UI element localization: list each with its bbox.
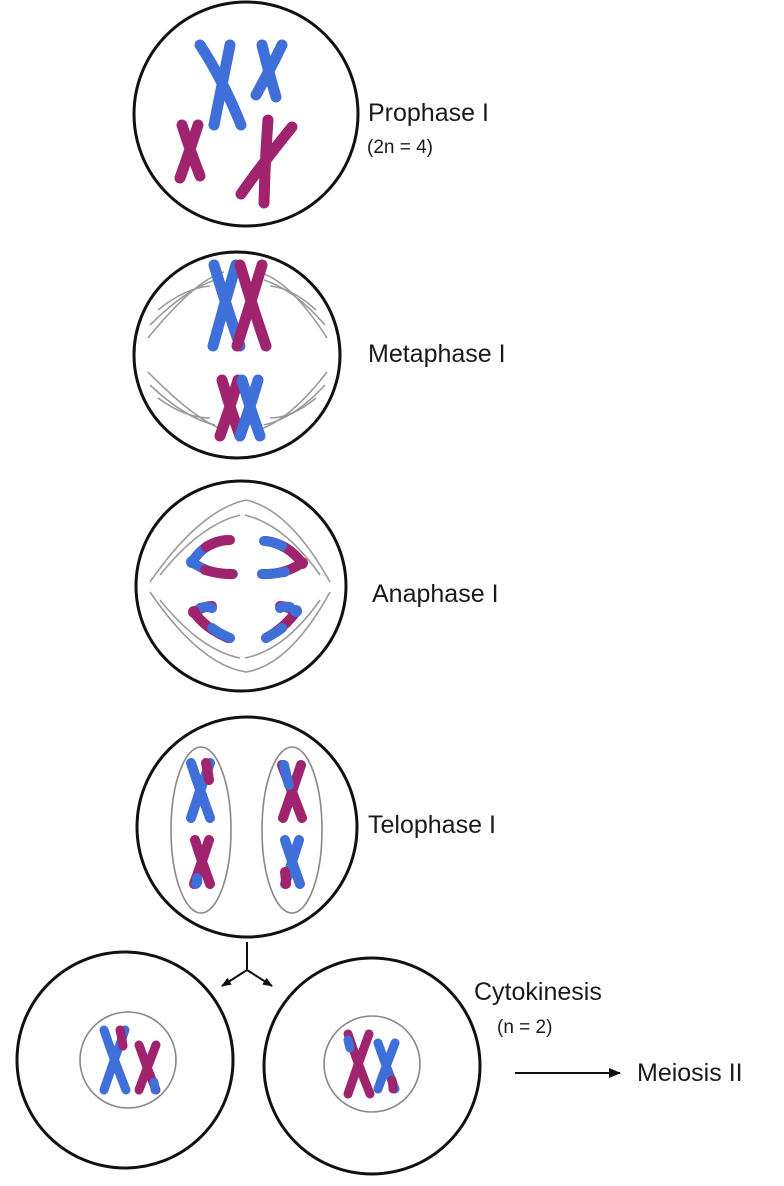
metaphase-spindle-fibers [147, 271, 328, 431]
cytokinesis-ploidy: (n = 2) [497, 1017, 552, 1038]
daughter-cell-right [262, 956, 482, 1176]
anaphase-centromeres [186, 556, 308, 618]
prophase-chromosomes [174, 39, 298, 209]
chromosome-maternal-large [235, 114, 298, 209]
telophase-stage: Telophase I [135, 715, 496, 939]
chromosome-paternal-small [234, 374, 266, 442]
prophase-stage: Prophase I (2n = 4) [132, 0, 489, 228]
daughter-nucleus-right [323, 1015, 421, 1113]
cytokinesis-label: Cytokinesis [474, 978, 602, 1006]
daughter-cell-left [15, 950, 235, 1170]
metaphase-stage: Metaphase I [132, 250, 506, 460]
chromosome-paternal-large [194, 39, 247, 131]
anaphase-stage: Anaphase I [134, 479, 499, 693]
prophase-ploidy: (2n = 4) [367, 137, 433, 158]
prophase-label: Prophase I [368, 99, 489, 127]
cytokinesis-chromosomes [99, 1025, 400, 1099]
metaphase-cell [132, 250, 342, 460]
telophase-label: Telophase I [368, 811, 496, 839]
telophase-nucleus-left [170, 746, 232, 914]
meiosis-two-label: Meiosis II [637, 1059, 743, 1087]
metaphase-chromosomes [207, 259, 272, 442]
anaphase-chromosomes [187, 535, 307, 643]
daughter-nucleus-left [79, 1011, 177, 1109]
chromosome-maternal-large [231, 259, 272, 352]
chromosome-maternal-small [214, 374, 246, 442]
next-step: Meiosis II [515, 1059, 743, 1087]
telophase-chromosomes [186, 758, 307, 889]
chromosome-paternal-small [250, 39, 288, 103]
anaphase-cell [134, 479, 348, 693]
metaphase-label: Metaphase I [368, 340, 506, 368]
telophase-nucleus-right [261, 746, 323, 914]
anaphase-spindle-fibers [149, 499, 331, 673]
anaphase-label: Anaphase I [372, 580, 499, 608]
division-arrows [221, 942, 273, 987]
cytokinesis-stage: Cytokinesis (n = 2) [15, 950, 602, 1176]
chromosome-maternal-small [174, 119, 206, 184]
telophase-cell [135, 715, 359, 939]
prophase-cell [132, 0, 360, 228]
